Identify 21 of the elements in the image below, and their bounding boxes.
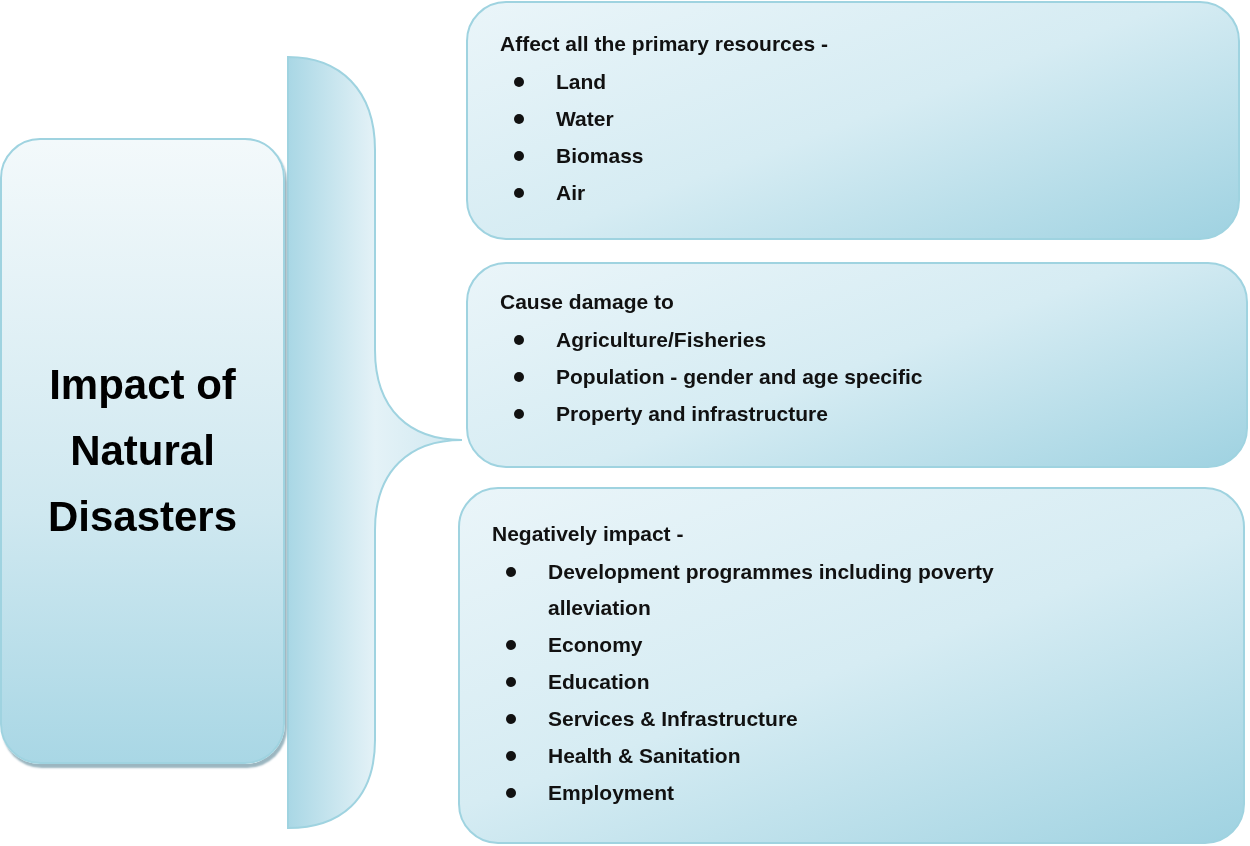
bullet-item: Property and infrastructure bbox=[478, 396, 1098, 432]
bullet-item: Services & Infrastructure bbox=[470, 701, 1090, 737]
box-heading: Negatively impact - bbox=[492, 522, 684, 546]
content-box bbox=[458, 487, 1245, 844]
box-heading: Affect all the primary resources - bbox=[500, 32, 828, 56]
topic-title: Impact of Natural Disasters bbox=[46, 360, 239, 542]
topic-box bbox=[0, 138, 285, 764]
content-box bbox=[466, 1, 1240, 240]
bullet-item: Land bbox=[478, 64, 1098, 100]
bullet-item: Development programmes including poverty alleviation bbox=[470, 554, 1090, 626]
bullet-item: Education bbox=[470, 664, 1090, 700]
bullet-item: Population - gender and age specific bbox=[478, 359, 1098, 395]
bullet-item: Health & Sanitation bbox=[470, 738, 1090, 774]
bullet-item: Employment bbox=[470, 775, 1090, 811]
box-heading: Cause damage to bbox=[500, 290, 674, 314]
bullet-item: Agriculture/Fisheries bbox=[478, 322, 1098, 358]
bullet-item: Air bbox=[478, 175, 1098, 211]
bullet-item: Biomass bbox=[478, 138, 1098, 174]
bullet-item: Water bbox=[478, 101, 1098, 137]
bullet-item: Economy bbox=[470, 627, 1090, 663]
content-box bbox=[466, 262, 1248, 468]
